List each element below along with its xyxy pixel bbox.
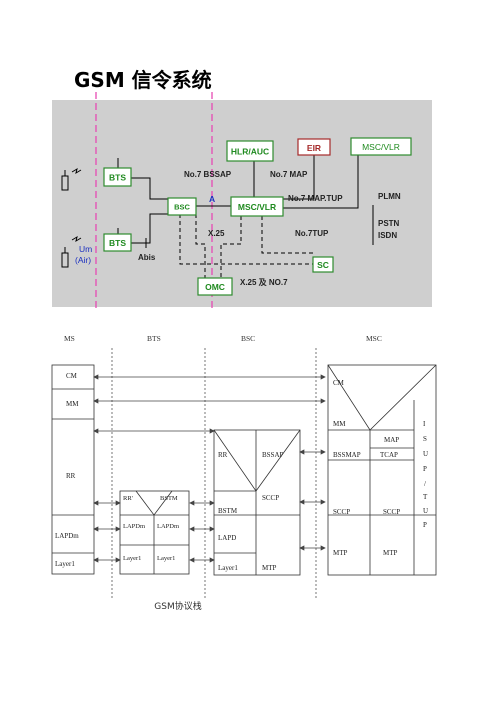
msc-sccp-right-label: SCCP (383, 508, 400, 516)
abis-label: Abis (138, 253, 156, 262)
um-label: Um (79, 244, 92, 254)
bsc-mtp-label: MTP (262, 564, 277, 572)
bsc-bssap-label: BSSAP (262, 451, 284, 459)
no7-bssap-label: No.7 BSSAP (184, 170, 232, 179)
eir-msc-link (283, 155, 315, 200)
eir-box[interactable]: EIR (297, 138, 331, 156)
svg-text:T: T (423, 493, 428, 501)
msc-cm-label: CM (333, 379, 345, 387)
column-header-ms: MS (64, 334, 75, 343)
omc-box[interactable]: OMC (197, 277, 233, 296)
hlr-auc-label: HLR/AUC (231, 147, 269, 157)
msc-map-label: MAP (384, 436, 399, 444)
bts1-bsc-link (131, 177, 168, 200)
svg-text:U: U (423, 507, 428, 515)
msc-sccp-left-label: SCCP (333, 508, 350, 516)
bsc-rr-label: RR (218, 451, 228, 459)
plmn-label: PLMN (378, 192, 401, 201)
antenna-icon (61, 167, 82, 191)
no7-map-tup-label: No.7 MAP.TUP (288, 194, 343, 203)
msc-mtp-left-label: MTP (333, 549, 348, 557)
bts-bstm-label: BSTM (160, 495, 178, 502)
bts2-label: BTS (109, 238, 126, 248)
bts2-box[interactable]: BTS (103, 233, 132, 252)
msc-ext-link (283, 155, 359, 209)
eir-label: EIR (307, 143, 321, 153)
column-header-bts: BTS (147, 334, 161, 343)
bts1-label: BTS (109, 173, 126, 183)
sc-label: SC (317, 260, 329, 270)
column-header-bsc: BSC (241, 334, 255, 343)
svg-text:/: / (424, 480, 426, 488)
bts-layer1-left-label: Layer1 (123, 555, 141, 562)
stack-caption: GSM协议栈 (154, 600, 201, 612)
isup-tup-label: I S U P / T U P (423, 420, 428, 529)
svg-text:P: P (423, 521, 427, 529)
bsc-layer1-label: Layer1 (218, 564, 238, 572)
bts-lapdm-left-label: LAPDm (123, 523, 145, 530)
ms-mm-label: MM (66, 400, 79, 408)
msc-mtp-right-label: MTP (383, 549, 398, 557)
isdn-label: ISDN (378, 231, 397, 240)
no7-map-label: No.7 MAP (270, 170, 308, 179)
bts-layer1-right-label: Layer1 (157, 555, 175, 562)
ms-lapdm-label: LAPDm (55, 532, 79, 540)
bts2-bsc-link (131, 213, 168, 244)
sc-box[interactable]: SC (312, 256, 334, 273)
bsc-omc-dashed (195, 214, 206, 278)
page-title: GSM 信令系统 (74, 68, 212, 92)
msc-bssmap-label: BSSMAP (333, 451, 361, 459)
msc-vlr-label: MSC/VLR (238, 202, 276, 212)
bsc-lapd-label: LAPD (218, 534, 236, 542)
pstn-label: PSTN (378, 219, 400, 228)
air-label: (Air) (75, 255, 91, 265)
svg-text:S: S (423, 435, 427, 443)
hlr-auc-box[interactable]: HLR/AUC (226, 140, 274, 162)
svg-text:I: I (423, 420, 426, 428)
svg-text:P: P (423, 465, 427, 473)
bsc-bstm-label: BSTM (218, 507, 238, 515)
msc-sc-dashed (261, 216, 313, 254)
no7-tup-label: No.7TUP (295, 229, 329, 238)
bsc-label: BSC (174, 203, 190, 212)
omc-label: OMC (205, 282, 225, 292)
bsc-sc-dashed (179, 214, 313, 265)
bts-lapdm-right-label: LAPDm (157, 523, 179, 530)
antenna-icon (61, 235, 82, 268)
bts-rr-label: RR' (123, 495, 133, 502)
msc-stack (327, 364, 437, 576)
x25-label: X.25 (208, 229, 225, 238)
bsc-box[interactable]: BSC (167, 197, 197, 216)
bsc-stack (213, 429, 301, 576)
bts-stack (119, 490, 190, 575)
a-interface-label: A (209, 194, 215, 204)
ms-stack (51, 364, 95, 575)
x25-no7-label: X.25 及 NO.7 (240, 278, 288, 287)
ms-cm-label: CM (66, 372, 78, 380)
msc-tcap-label: TCAP (380, 451, 398, 459)
ms-layer1-label: Layer1 (55, 560, 75, 568)
ms-rr-label: RR (66, 472, 76, 480)
column-header-msc: MSC (366, 334, 382, 343)
msc-vlr-box[interactable]: MSC/VLR (230, 196, 284, 217)
bts1-box[interactable]: BTS (103, 167, 132, 187)
msc-omc-dashed (220, 216, 242, 278)
msc-vlr-ext-box[interactable]: MSC/VLR (350, 137, 412, 156)
svg-text:U: U (423, 450, 428, 458)
msc-mm-label: MM (333, 420, 346, 428)
bsc-sccp-label: SCCP (262, 494, 279, 502)
msc-vlr-ext-label: MSC/VLR (362, 142, 400, 152)
